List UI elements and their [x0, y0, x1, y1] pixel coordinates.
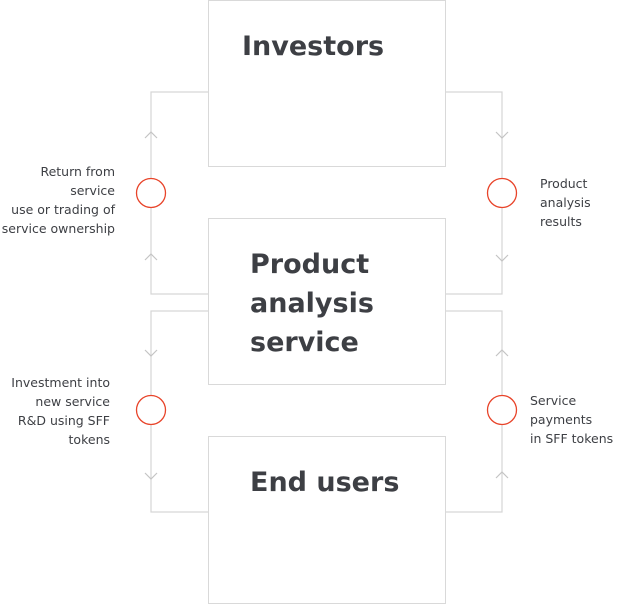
- end-users-box: End users: [208, 436, 446, 604]
- chevron-up-icon: [495, 471, 509, 479]
- service-title: Product analysis service: [250, 249, 374, 358]
- analysis-results-node: [486, 177, 518, 209]
- analysis-results-label: Product analysis results: [540, 176, 591, 229]
- rnd-investment-node: [135, 394, 167, 426]
- service-payments-node: [486, 394, 518, 426]
- chevron-up-icon: [495, 349, 509, 357]
- rnd-investment-label: Investment into new service R&D using SF…: [11, 375, 110, 447]
- chevron-down-icon: [495, 254, 509, 262]
- investors-box: Investors: [208, 0, 446, 167]
- investor-return-label: Return from service use or trading of se…: [1, 164, 115, 236]
- chevron-up-icon: [144, 253, 158, 261]
- product-analysis-service-box: Product analysis service: [208, 218, 446, 385]
- investors-title: Investors: [242, 31, 385, 62]
- service-payments-label: Service payments in SFF tokens: [530, 393, 614, 446]
- end-users-title: End users: [250, 467, 400, 498]
- chevron-up-icon: [144, 131, 158, 139]
- chevron-down-icon: [144, 472, 158, 480]
- chevron-down-icon: [495, 131, 509, 139]
- chevron-down-icon: [144, 349, 158, 357]
- investor-return-node: [135, 177, 167, 209]
